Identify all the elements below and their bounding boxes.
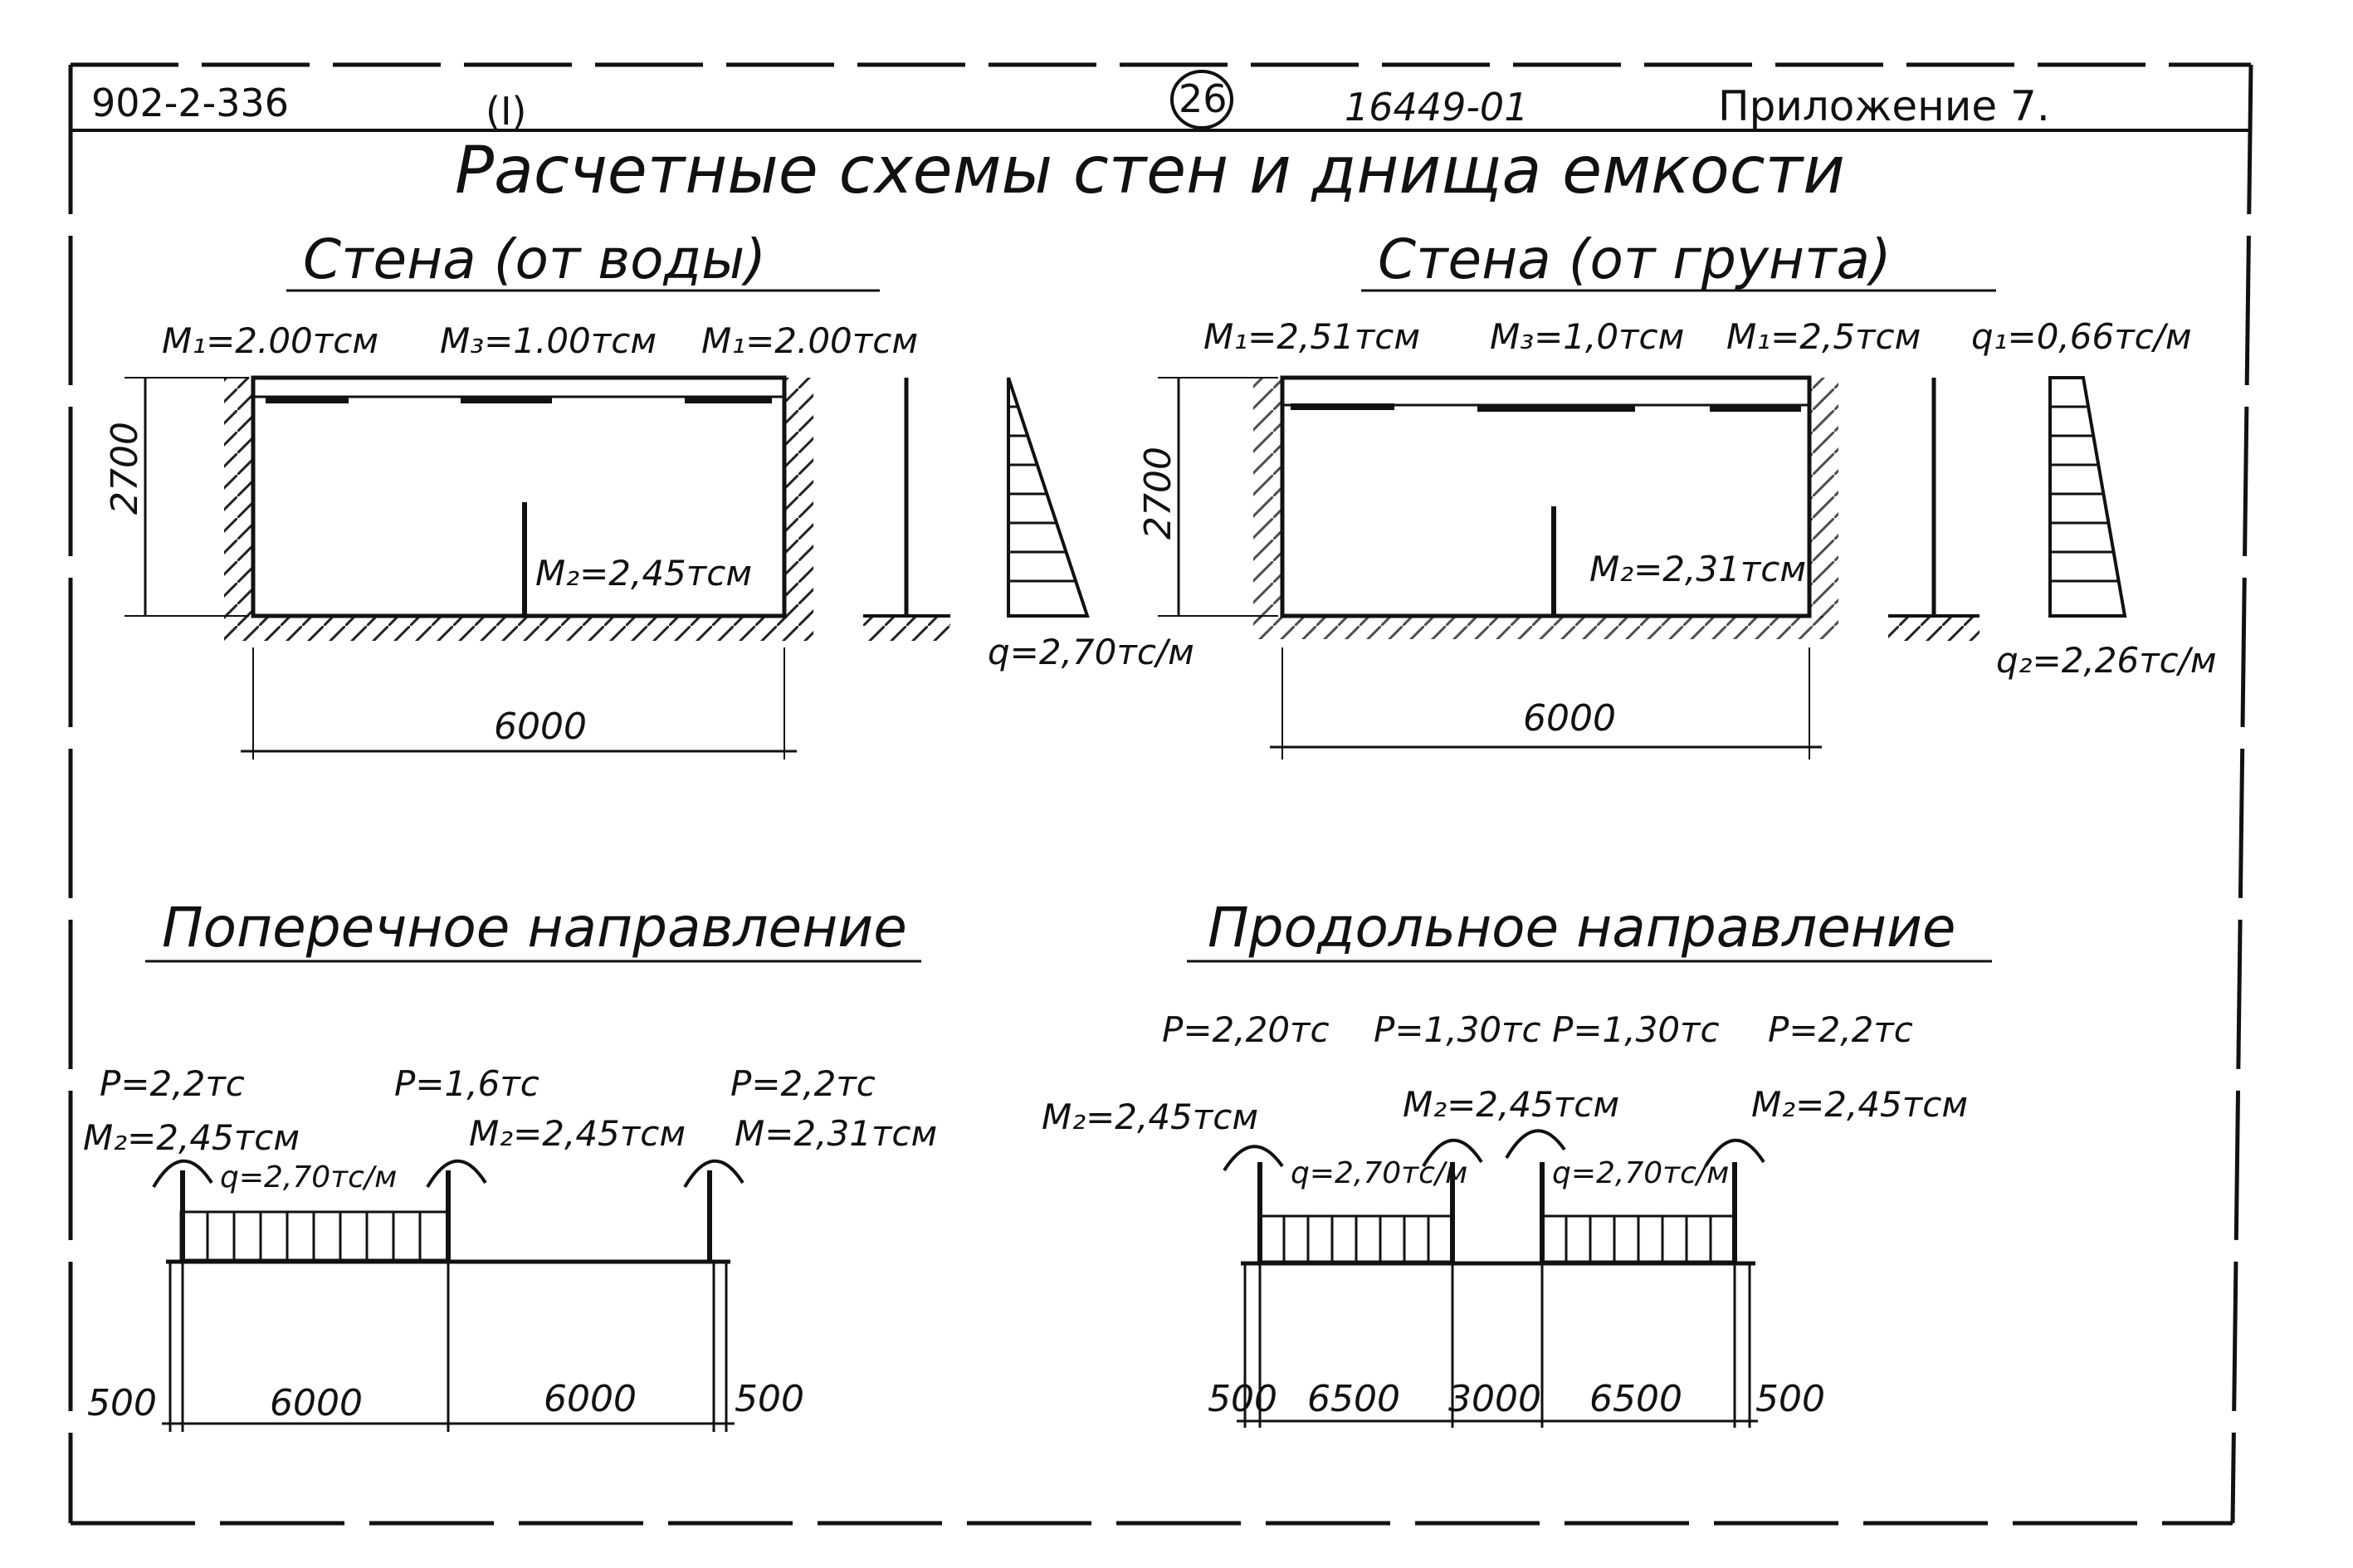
moment-m2: M₂=2,45тсм (535, 553, 752, 593)
wall-water-diagram: Стена (от воды) M₁=2.00тсм M₃=1.00тсм M₁… (104, 227, 1194, 760)
load-q1: q₁=0,66тс/м (1971, 316, 2192, 357)
moment-right: M₂=2,45тсм (1751, 1084, 1968, 1125)
sheet-number-circle (1170, 70, 1233, 129)
load-q2: q₂=2,26тс/м (1996, 640, 2217, 681)
distributed-load-left: q=2,70тс/м (1291, 1156, 1467, 1190)
moment-mid: M₂=2,45тсм (1403, 1084, 1619, 1125)
transverse-diagram: Поперечное направление P=2,2тс P=1,6тс P… (83, 896, 937, 1432)
page-title: Расчетные схемы стен и днища емкости (455, 134, 1845, 208)
moment-mid: M₂=2,45тсм (469, 1113, 686, 1154)
moment-m2: M₂=2,31тсм (1589, 549, 1806, 589)
moment-m3: M₃=1,0тсм (1490, 316, 1684, 357)
height-dimension: 2700 (104, 422, 146, 515)
hatch-left (1253, 378, 1282, 618)
moment-left: M₂=2,45тсм (83, 1117, 300, 1158)
load-block (179, 1210, 450, 1262)
distributed-load: q=2,70тс/м (220, 1160, 397, 1194)
wall-water-title: Стена (от воды) (303, 227, 766, 291)
part-number: (I) (486, 89, 526, 134)
force-p-left: P=2,2тс (100, 1063, 245, 1104)
album-number: 16449-01 (1345, 85, 1528, 129)
wall-soil-title: Стена (от грунта) (1378, 227, 1892, 291)
load-block-right (1540, 1214, 1736, 1263)
force-p3: P=1,30тс (1552, 1009, 1720, 1050)
dim-span-2: 6500 (1589, 1378, 1682, 1420)
moment-m1-left: M₁=2,51тсм (1203, 316, 1420, 357)
force-p-right: P=2,2тс (730, 1063, 876, 1104)
sheet-number: 26 (1179, 76, 1228, 121)
appendix-label: Приложение 7. (1718, 82, 2050, 130)
dim-gap: 3000 (1448, 1378, 1541, 1420)
dim-span-2: 6000 (544, 1378, 637, 1420)
hatch-right (1809, 378, 1838, 618)
distributed-load-right: q=2,70тс/м (1552, 1156, 1729, 1190)
dim-overhang-left: 500 (1208, 1378, 1277, 1420)
wall-soil-frame (1280, 375, 1812, 618)
hatch-left (224, 378, 253, 618)
dim-span-1: 6000 (270, 1382, 363, 1424)
dim-span-1: 6500 (1307, 1378, 1400, 1420)
dim-overhang-right: 500 (1755, 1378, 1825, 1420)
soil-pressure-diagram (2048, 376, 2127, 618)
moment-m1-left: M₁=2.00тсм (162, 320, 378, 361)
dim-overhang-right: 500 (735, 1378, 804, 1420)
drawing-frame (68, 62, 2253, 1526)
moment-m3: M₃=1.00тсм (440, 320, 657, 361)
dim-overhang-left: 500 (87, 1382, 157, 1424)
title-block: 902-2-336 (I) 26 16449-01 Приложение 7. (91, 70, 2050, 134)
longitudinal-title: Продольное направление (1208, 896, 1956, 960)
longitudinal-diagram: Продольное направление P=2,20тс P=1,30тс… (1042, 896, 1992, 1428)
force-p2: P=1,30тс (1374, 1009, 1541, 1050)
transverse-title: Поперечное направление (162, 896, 907, 960)
load-block-left (1258, 1214, 1454, 1263)
span-dimension: 6000 (1523, 697, 1616, 740)
hatch-bottom (224, 616, 813, 641)
doc-code: 902-2-336 (91, 81, 289, 125)
wall-water-frame (251, 375, 787, 618)
hatch-right (784, 378, 813, 618)
water-pressure-diagram (1007, 377, 1090, 618)
moment-left: M₂=2,45тсм (1042, 1097, 1258, 1137)
force-p1: P=2,20тс (1162, 1009, 1330, 1050)
moment-right: M=2,31тсм (735, 1113, 937, 1154)
height-dimension: 2700 (1137, 447, 1179, 540)
wall-soil-diagram: Стена (от грунта) M₁=2,51тсм M₃=1,0тсм M… (1137, 227, 2217, 760)
moment-m1-right: M₁=2.00тсм (701, 320, 918, 361)
moment-m1-right: M₁=2,5тсм (1726, 316, 1921, 357)
hatch-bottom (1253, 616, 1838, 639)
span-dimension: 6000 (494, 706, 587, 748)
force-p4: P=2,2тс (1768, 1009, 1913, 1050)
load-q: q=2,70тс/м (988, 632, 1194, 672)
force-p-mid: P=1,6тс (394, 1063, 539, 1104)
